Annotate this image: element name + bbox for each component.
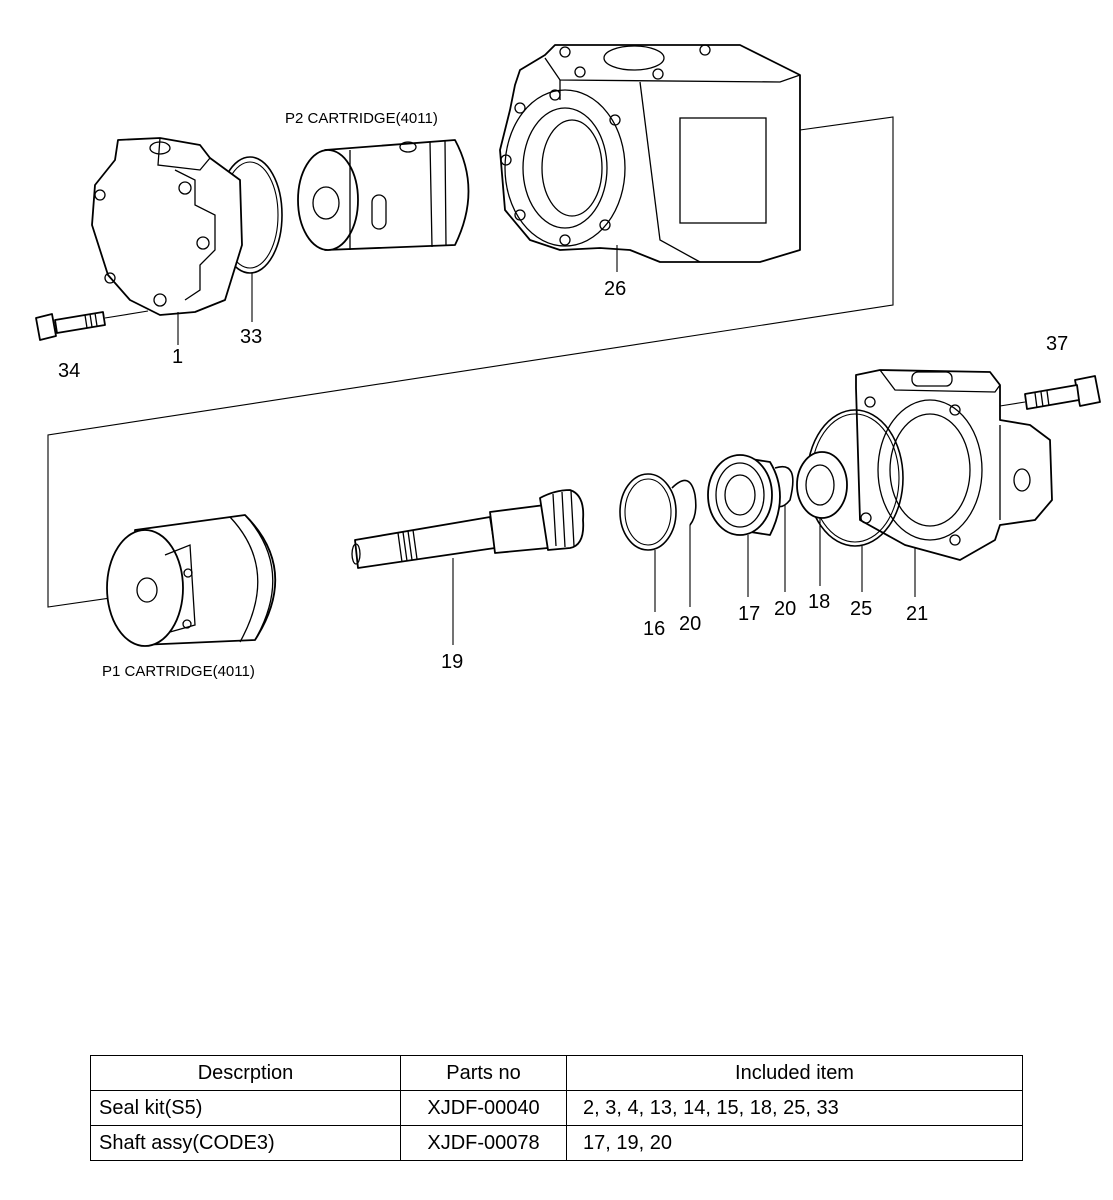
header-included-item: Included item <box>566 1055 1023 1091</box>
assembly-connector-lines <box>47 116 894 608</box>
cell-description: Shaft assy(CODE3) <box>90 1125 401 1161</box>
cell-parts-no: XJDF-00040 <box>400 1090 567 1126</box>
callout-33: 33 <box>240 326 262 348</box>
part-16-retaining-ring <box>619 473 677 551</box>
callout-19: 19 <box>441 651 463 673</box>
part-17-ball-bearing <box>707 454 781 536</box>
callout-20-left: 20 <box>679 613 701 635</box>
callout-16: 16 <box>643 618 665 640</box>
cell-parts-no: XJDF-00078 <box>400 1125 567 1161</box>
callout-1: 1 <box>172 346 183 368</box>
cell-included-item: 2, 3, 4, 13, 14, 15, 18, 25, 33 <box>566 1090 1023 1126</box>
p2-cartridge <box>297 139 470 251</box>
part-21-front-housing <box>855 369 1053 561</box>
exploded-parts-diagram: P2 CARTRIDGE(4011) P1 CARTRIDGE(4011) 34… <box>35 44 1101 680</box>
part-20-snap-ring-left <box>671 479 697 526</box>
callout-34: 34 <box>58 360 80 382</box>
part-37-bolt <box>999 375 1101 410</box>
callout-20-right: 20 <box>774 598 796 620</box>
table-row: Seal kit(S5) XJDF-00040 2, 3, 4, 13, 14,… <box>90 1090 1023 1126</box>
header-parts-no: Parts no <box>400 1055 567 1091</box>
p1-cartridge <box>106 514 277 647</box>
callout-18: 18 <box>808 591 830 613</box>
callout-37: 37 <box>1046 333 1068 355</box>
p2-cartridge-caption: P2 CARTRIDGE(4011) <box>285 110 438 127</box>
part-34-bolt <box>35 310 149 341</box>
part-18-oil-seal <box>796 451 848 519</box>
header-description: Descrption <box>90 1055 401 1091</box>
cell-description: Seal kit(S5) <box>90 1090 401 1126</box>
parts-kit-table: Descrption Parts no Included item Seal k… <box>90 1055 1023 1161</box>
part-1-end-cover <box>91 137 243 316</box>
callout-25: 25 <box>850 598 872 620</box>
table-row: Shaft assy(CODE3) XJDF-00078 17, 19, 20 <box>90 1125 1023 1161</box>
table-header-row: Descrption Parts no Included item <box>90 1055 1023 1091</box>
part-19-drive-shaft <box>351 489 585 569</box>
p1-cartridge-caption: P1 CARTRIDGE(4011) <box>102 663 255 680</box>
callout-26: 26 <box>604 278 626 300</box>
leader-lines <box>177 245 916 645</box>
cell-included-item: 17, 19, 20 <box>566 1125 1023 1161</box>
callout-17: 17 <box>738 603 760 625</box>
part-26-pump-body <box>499 44 801 263</box>
callout-21: 21 <box>906 603 928 625</box>
